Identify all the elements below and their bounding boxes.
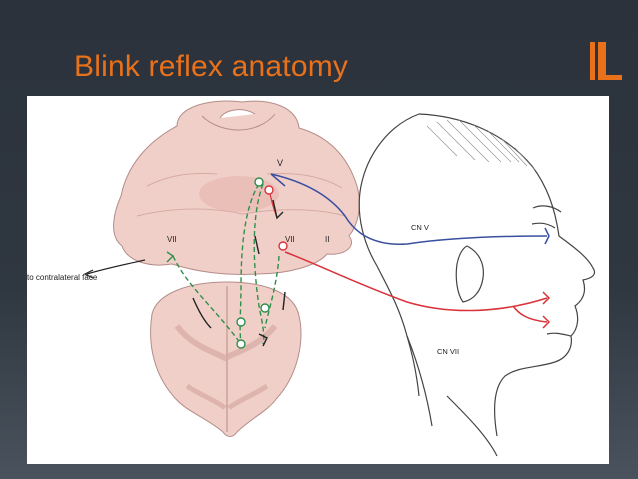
head-profile <box>358 113 596 457</box>
contralateral-arrow <box>86 259 146 275</box>
neuron-bodies <box>236 177 288 349</box>
neuron-green-3 <box>260 303 270 313</box>
facial-pathway <box>284 251 548 312</box>
label-cnv-nerve: CN V <box>411 223 429 232</box>
neuron-green-2 <box>236 317 246 327</box>
pons-section <box>113 100 360 275</box>
label-cnvii-nerve: CN VII <box>437 347 459 356</box>
label-contralateral: to contralateral face <box>27 273 98 282</box>
label-cn-vii-right: VII <box>285 235 295 244</box>
neuron-red-2 <box>278 241 288 251</box>
cnvii-terminal-icon <box>542 291 551 329</box>
direction-arrows <box>192 199 286 347</box>
neuron-red-1 <box>264 185 274 195</box>
green-terminal-icon <box>166 251 175 263</box>
title-decoration <box>590 42 622 80</box>
anatomy-figure: V VII VII II to contralateral face CN V … <box>27 96 609 464</box>
trigeminal-pathway <box>270 173 548 245</box>
label-cn-vii-small: II <box>325 235 329 244</box>
cnv-terminal-icon <box>544 227 550 245</box>
neuron-green-1 <box>254 177 264 187</box>
label-cn-vii-left: VII <box>167 235 177 244</box>
medulla-section <box>150 281 302 437</box>
neuron-green-4 <box>236 339 246 349</box>
slide-title: Blink reflex anatomy <box>74 50 349 83</box>
hair-hatching <box>426 119 536 171</box>
label-cn-v-nucleus: V <box>277 158 283 168</box>
blink-reflex-diagram: V VII VII II to contralateral face CN V … <box>27 100 596 457</box>
